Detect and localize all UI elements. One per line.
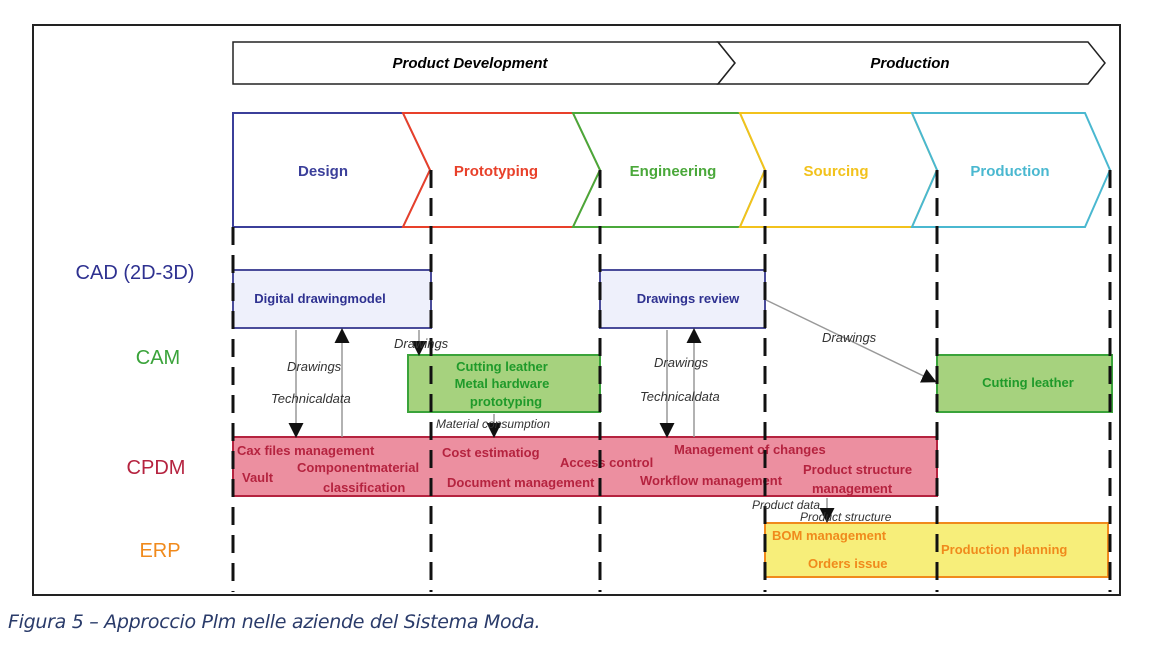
svg-text:Cost estimatiog: Cost estimatiog bbox=[442, 445, 540, 460]
svg-text:BOM management: BOM management bbox=[772, 528, 887, 543]
svg-text:Technicaldata: Technicaldata bbox=[640, 389, 720, 404]
cpdm-functions: Cax files management Componentmaterial V… bbox=[237, 442, 912, 496]
svg-text:classification: classification bbox=[323, 480, 405, 495]
row-label-erp: ERP bbox=[139, 540, 180, 562]
top-label-development: Product Development bbox=[392, 55, 548, 72]
svg-text:Production planning: Production planning bbox=[941, 542, 1067, 557]
cad-box-label: Drawings review bbox=[637, 291, 740, 306]
cam-box-prototyping bbox=[407, 354, 601, 413]
svg-text:Product structure: Product structure bbox=[800, 510, 892, 524]
svg-text:Access control: Access control bbox=[560, 455, 653, 470]
top-arrow-production bbox=[716, 41, 1106, 85]
svg-text:Product structure: Product structure bbox=[803, 462, 912, 477]
row-label-cad: CAD (2D-3D) bbox=[76, 262, 195, 284]
svg-text:Cax files management: Cax files management bbox=[237, 443, 375, 458]
phase-label: Design bbox=[298, 163, 348, 180]
figure-caption: Figura 5 – Approccio Plm nelle aziende d… bbox=[8, 611, 541, 633]
svg-text:Material consumption: Material consumption bbox=[436, 417, 550, 431]
row-label-cpdm: CPDM bbox=[127, 457, 186, 479]
phase-label: Sourcing bbox=[803, 163, 868, 180]
cad-box-label: Digital drawingmodel bbox=[254, 291, 385, 306]
erp-functions: BOM management Orders issue Production p… bbox=[772, 528, 1067, 571]
svg-text:Technicaldata: Technicaldata bbox=[271, 391, 351, 406]
svg-text:Componentmaterial: Componentmaterial bbox=[297, 460, 419, 475]
phase-label: Production bbox=[970, 163, 1049, 180]
svg-text:Workflow management: Workflow management bbox=[640, 473, 783, 488]
cam-box-cutting-leather bbox=[936, 354, 1113, 413]
svg-text:Drawings: Drawings bbox=[394, 336, 449, 351]
flow-labels: Drawings Technicaldata Drawings Material… bbox=[271, 330, 892, 524]
svg-text:Document management: Document management bbox=[447, 475, 595, 490]
cpdm-box bbox=[232, 436, 938, 497]
phase-label: Prototyping bbox=[454, 163, 538, 180]
phase-label: Engineering bbox=[630, 163, 717, 180]
svg-text:Orders issue: Orders issue bbox=[808, 556, 888, 571]
svg-text:Vault: Vault bbox=[242, 470, 274, 485]
cam-box-label: Cutting leather bbox=[982, 375, 1074, 390]
top-label-production: Production bbox=[870, 55, 949, 72]
svg-text:Drawings: Drawings bbox=[822, 330, 877, 345]
phase-dividers bbox=[231, 170, 1112, 592]
svg-text:Product data: Product data bbox=[752, 498, 820, 512]
svg-text:Drawings: Drawings bbox=[287, 359, 342, 374]
svg-text:management: management bbox=[812, 481, 893, 496]
svg-text:Drawings: Drawings bbox=[654, 355, 709, 370]
svg-text:Management of changes: Management of changes bbox=[674, 442, 826, 457]
flow-arrows bbox=[288, 299, 937, 523]
frame bbox=[32, 24, 1121, 596]
row-label-cam: CAM bbox=[136, 347, 180, 369]
